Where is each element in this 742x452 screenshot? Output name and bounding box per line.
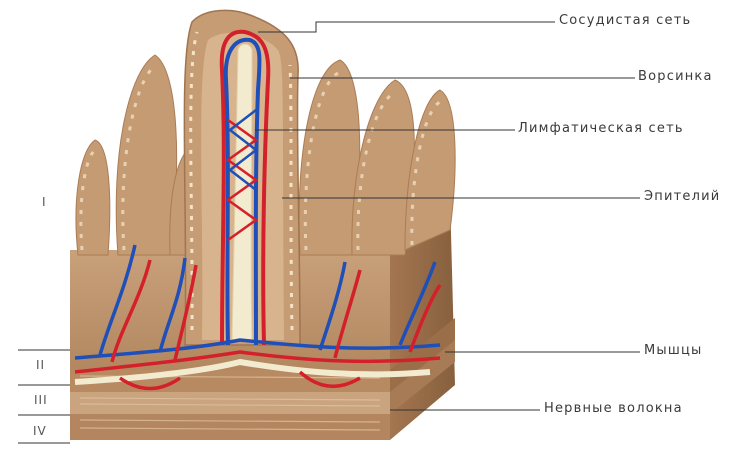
label-epithelium: Эпителий xyxy=(644,189,720,204)
layer-label-3: III xyxy=(34,393,48,407)
label-vascular-network: Сосудистая сеть xyxy=(559,13,691,28)
layer-label-4: IV xyxy=(33,424,47,438)
layer-label-2: II xyxy=(36,358,45,372)
label-villus: Ворсинка xyxy=(638,69,713,84)
central-villus xyxy=(184,10,300,345)
label-nerve-fibers: Нервные волокна xyxy=(544,401,683,416)
label-muscles: Мышцы xyxy=(644,343,703,358)
layer-label-1: I xyxy=(42,195,47,209)
label-lymphatic-network: Лимфатическая сеть xyxy=(518,121,684,136)
